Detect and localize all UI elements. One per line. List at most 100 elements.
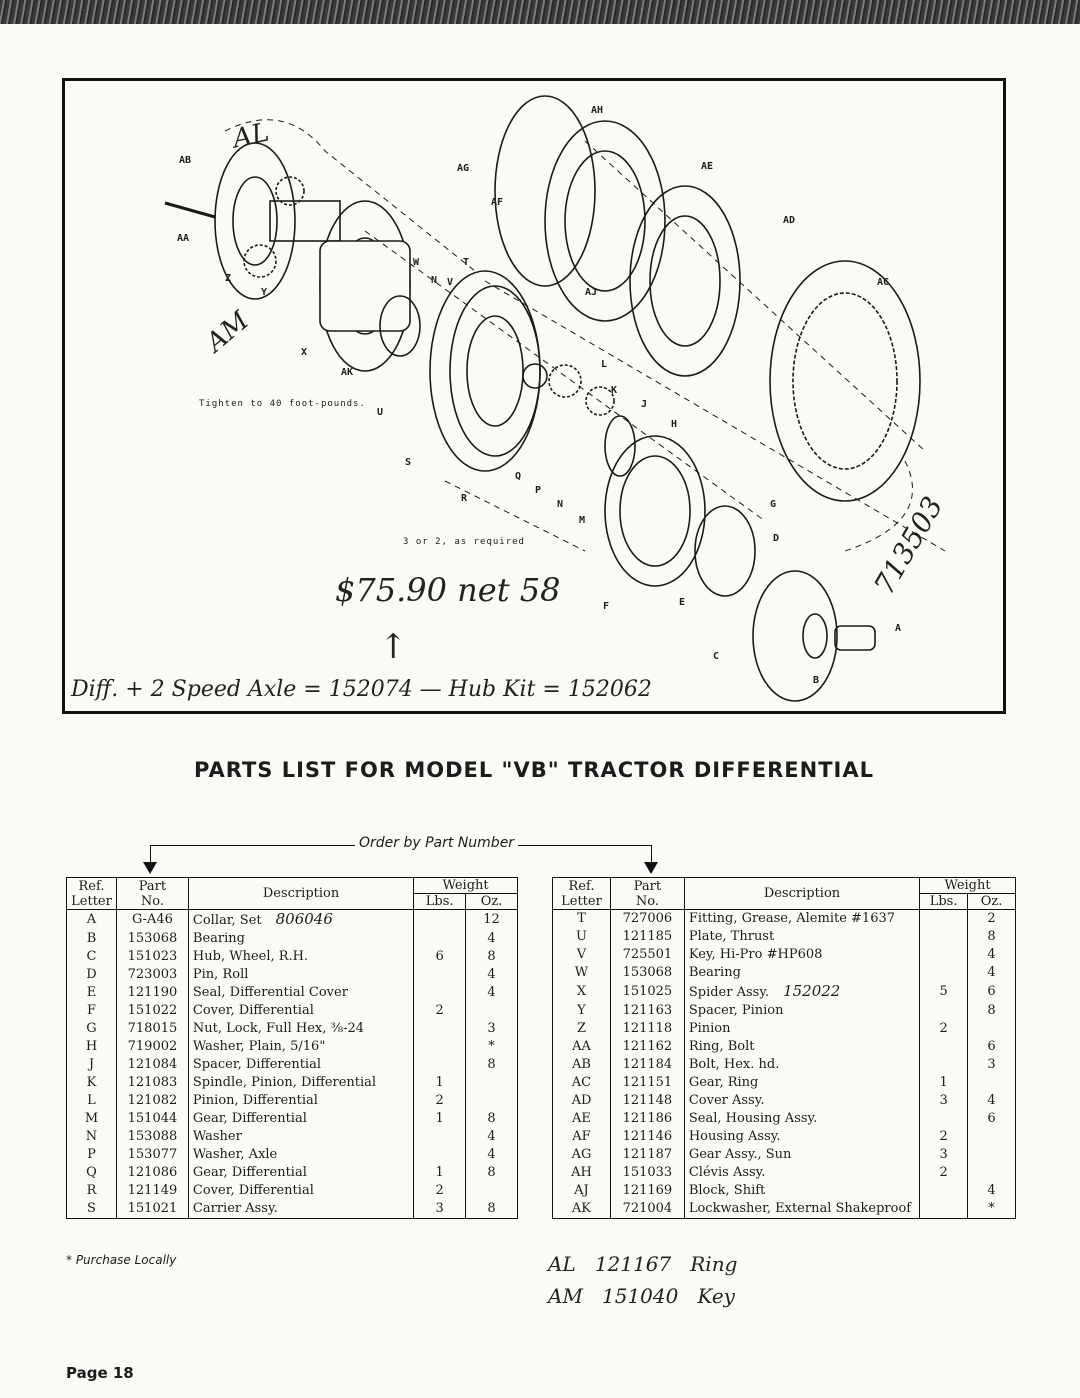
weight-lbs-cell: 2 (919, 1164, 969, 1182)
page-number: Page 18 (66, 1364, 134, 1382)
callout-b: B (813, 675, 820, 686)
weight-oz-cell: 8 (465, 1200, 518, 1219)
part-number-cell: 121163 (609, 1002, 685, 1020)
weight-oz-cell: 4 (465, 984, 518, 1002)
ref-letter-cell: AA (552, 1038, 611, 1056)
weight-oz-cell: 8 (465, 948, 518, 966)
weight-lbs-cell: 3 (919, 1092, 969, 1110)
weight-oz-cell (465, 1074, 518, 1092)
weight-lbs-cell (413, 1146, 467, 1164)
description-cell: Clévis Assy. (683, 1164, 921, 1182)
weight-lbs-cell (919, 946, 969, 964)
drawing-ring-gear (769, 260, 921, 502)
callout-ad: AD (783, 215, 796, 226)
callout-ac: AC (877, 277, 890, 288)
callout-p: P (535, 485, 542, 496)
description-cell: Cover, Differential (187, 1182, 415, 1200)
description-cell: Lockwasher, External Shakeproof (683, 1200, 921, 1219)
ref-letter-cell: AF (552, 1128, 611, 1146)
ref-letter-cell: X (552, 982, 611, 1002)
weight-lbs-cell (919, 909, 969, 928)
part-number-cell: 121184 (609, 1056, 685, 1074)
description-cell: Block, Shift (683, 1182, 921, 1200)
part-number-cell: 121187 (609, 1146, 685, 1164)
description-cell: Spacer, Differential (187, 1056, 415, 1074)
weight-oz-cell: 8 (967, 928, 1016, 946)
description-cell: Bolt, Hex. hd. (683, 1056, 921, 1074)
handwritten-addition-am: AM 151040 Key (548, 1284, 735, 1308)
callout-n: N (557, 499, 564, 510)
handwritten-addition-al: AL 121167 Ring (548, 1252, 738, 1276)
part-number-cell: 727006 (609, 909, 685, 928)
part-number-cell: 121185 (609, 928, 685, 946)
weight-oz-cell: 3 (967, 1056, 1016, 1074)
weight-oz-cell (465, 1002, 518, 1020)
header-ref: Ref.Letter (66, 877, 117, 910)
weight-oz-cell: 12 (465, 909, 518, 930)
weight-lbs-cell: 2 (919, 1128, 969, 1146)
part-number-cell: 121169 (609, 1182, 685, 1200)
description-cell: Washer, Plain, 5/16" (187, 1038, 415, 1056)
callout-y: Y (261, 287, 268, 298)
header-description: Description (683, 877, 921, 910)
callout-c: C (713, 651, 720, 662)
callout-e: E (679, 597, 686, 608)
description-cell: Spindle, Pinion, Differential (187, 1074, 415, 1092)
ref-letter-cell: D (66, 966, 117, 984)
part-number-cell: 153068 (609, 964, 685, 982)
part-number-cell: 121186 (609, 1110, 685, 1128)
weight-oz-cell: 4 (465, 966, 518, 984)
description-cell: Key, Hi-Pro #HP608 (683, 946, 921, 964)
weight-lbs-cell (919, 1110, 969, 1128)
part-number-cell: 121118 (609, 1020, 685, 1038)
weight-oz-cell (465, 1182, 518, 1200)
weight-lbs-cell: 6 (413, 948, 467, 966)
weight-oz-cell (967, 1074, 1016, 1092)
exploded-diagram: AB AA Z Y X AK W T N V U S R Q P N M L K… (62, 78, 1006, 714)
part-number-cell: 151033 (609, 1164, 685, 1182)
weight-oz-cell: 4 (967, 964, 1016, 982)
weight-lbs-cell: 2 (413, 1002, 467, 1020)
ref-letter-cell: H (66, 1038, 117, 1056)
drawing-differential-cover (604, 435, 706, 587)
callout-aj: AJ (585, 287, 598, 298)
description-cell: Gear, Ring (683, 1074, 921, 1092)
description-cell: Spider Assy.152022 (683, 982, 921, 1002)
callout-w: W (413, 257, 420, 268)
weight-lbs-cell: 1 (413, 1074, 467, 1092)
description-cell: Hub, Wheel, R.H. (187, 948, 415, 966)
callout-s: S (405, 457, 412, 468)
description-cell: Pin, Roll (187, 966, 415, 984)
weight-oz-cell: 8 (967, 1002, 1016, 1020)
description-cell: Gear, Differential (187, 1110, 415, 1128)
weight-oz-cell: 6 (967, 982, 1016, 1002)
weight-oz-cell: 4 (967, 1182, 1016, 1200)
ref-letter-cell: P (66, 1146, 117, 1164)
description-cell: Cover Assy. (683, 1092, 921, 1110)
description-cell: Gear Assy., Sun (683, 1146, 921, 1164)
part-number-cell: 718015 (115, 1020, 189, 1038)
ref-letter-cell: Z (552, 1020, 611, 1038)
header-lbs: Lbs. (919, 893, 969, 910)
callout-aa: AA (177, 233, 190, 244)
part-number-cell: 121151 (609, 1074, 685, 1092)
weight-lbs-cell: 3 (413, 1200, 467, 1219)
torque-note: Tighten to 40 foot-pounds. (199, 399, 366, 409)
